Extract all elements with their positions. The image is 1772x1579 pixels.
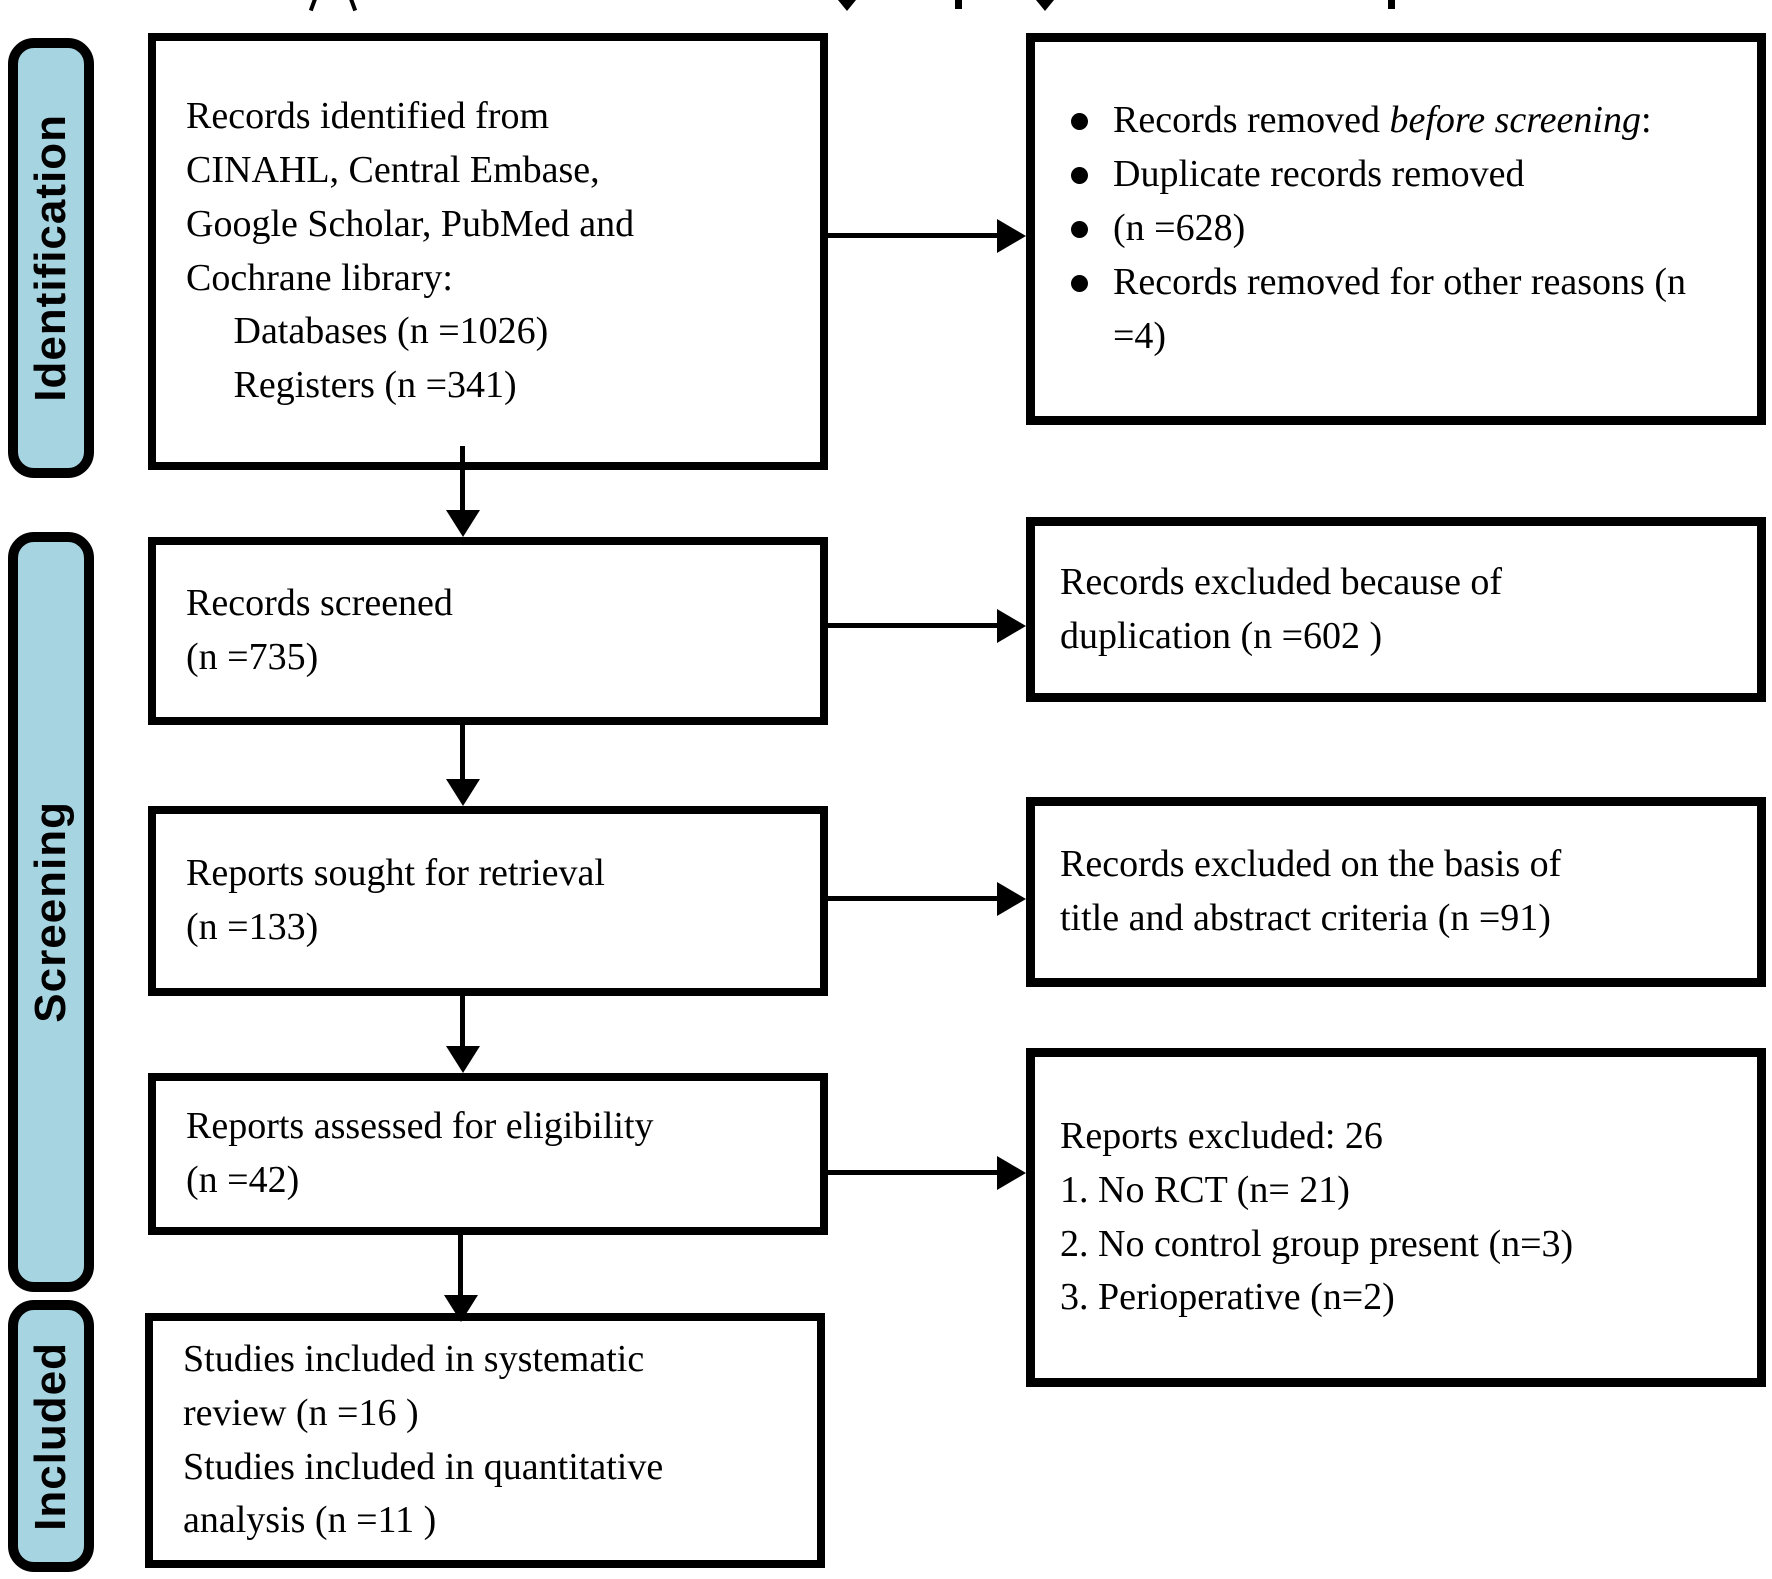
bullet-text: Records removed	[1113, 99, 1390, 142]
stage-label-text: Identification	[26, 114, 75, 402]
box-excluded-duplication: Records excluded because of duplication …	[1026, 517, 1766, 702]
box-records-removed: Records removed before screening: Duplic…	[1026, 33, 1766, 425]
cropped-caption-fragment	[348, 0, 358, 12]
box-reports-excluded: Reports excluded: 26 1. No RCT (n= 21) 2…	[1026, 1048, 1766, 1387]
box-reports-excluded-text: Reports excluded: 26 1. No RCT (n= 21) 2…	[1060, 1114, 1574, 1319]
stage-label-screening: Screening	[8, 532, 94, 1292]
bullet-item: Duplicate records removed	[1035, 148, 1743, 202]
box-records-identified-text: Records identified from CINAHL, Central …	[186, 94, 635, 407]
box-studies-included: Studies included in systematic review (n…	[145, 1313, 825, 1568]
stage-label-included: Included	[8, 1300, 94, 1572]
stage-label-text: Included	[26, 1341, 75, 1531]
box-excluded-title-abstract-text: Records excluded on the basis of title a…	[1060, 843, 1562, 939]
cropped-caption-fragment	[955, 0, 962, 9]
box-records-identified: Records identified from CINAHL, Central …	[148, 33, 828, 470]
box-studies-included-text: Studies included in systematic review (n…	[183, 1337, 664, 1542]
cropped-caption-fragment	[1388, 0, 1395, 9]
bullet-text-italic: before screening	[1389, 99, 1641, 142]
box-reports-assessed: Reports assessed for eligibility (n =42)	[148, 1073, 828, 1235]
box-reports-assessed-text: Reports assessed for eligibility (n =42)	[186, 1105, 654, 1201]
cropped-caption-fragment	[308, 0, 318, 12]
box-reports-sought-text: Reports sought for retrieval (n =133)	[186, 852, 605, 948]
records-removed-bullet-list: Records removed before screening: Duplic…	[1035, 94, 1757, 364]
box-records-screened-text: Records screened (n =735)	[186, 582, 453, 678]
box-excluded-duplication-text: Records excluded because of duplication …	[1060, 560, 1503, 657]
box-excluded-title-abstract: Records excluded on the basis of title a…	[1026, 797, 1766, 987]
bullet-item: Records removed for other reasons (n =4)	[1035, 256, 1743, 364]
box-records-screened: Records screened (n =735)	[148, 537, 828, 725]
stage-label-identification: Identification	[8, 38, 94, 478]
cropped-caption-fragment	[838, 0, 856, 11]
bullet-item: (n =628)	[1035, 202, 1743, 256]
cropped-caption-fragment	[1036, 0, 1054, 11]
box-reports-sought: Reports sought for retrieval (n =133)	[148, 806, 828, 996]
stage-label-text: Screening	[26, 801, 75, 1023]
bullet-text: :	[1640, 99, 1652, 142]
bullet-item: Records removed before screening:	[1035, 94, 1743, 148]
